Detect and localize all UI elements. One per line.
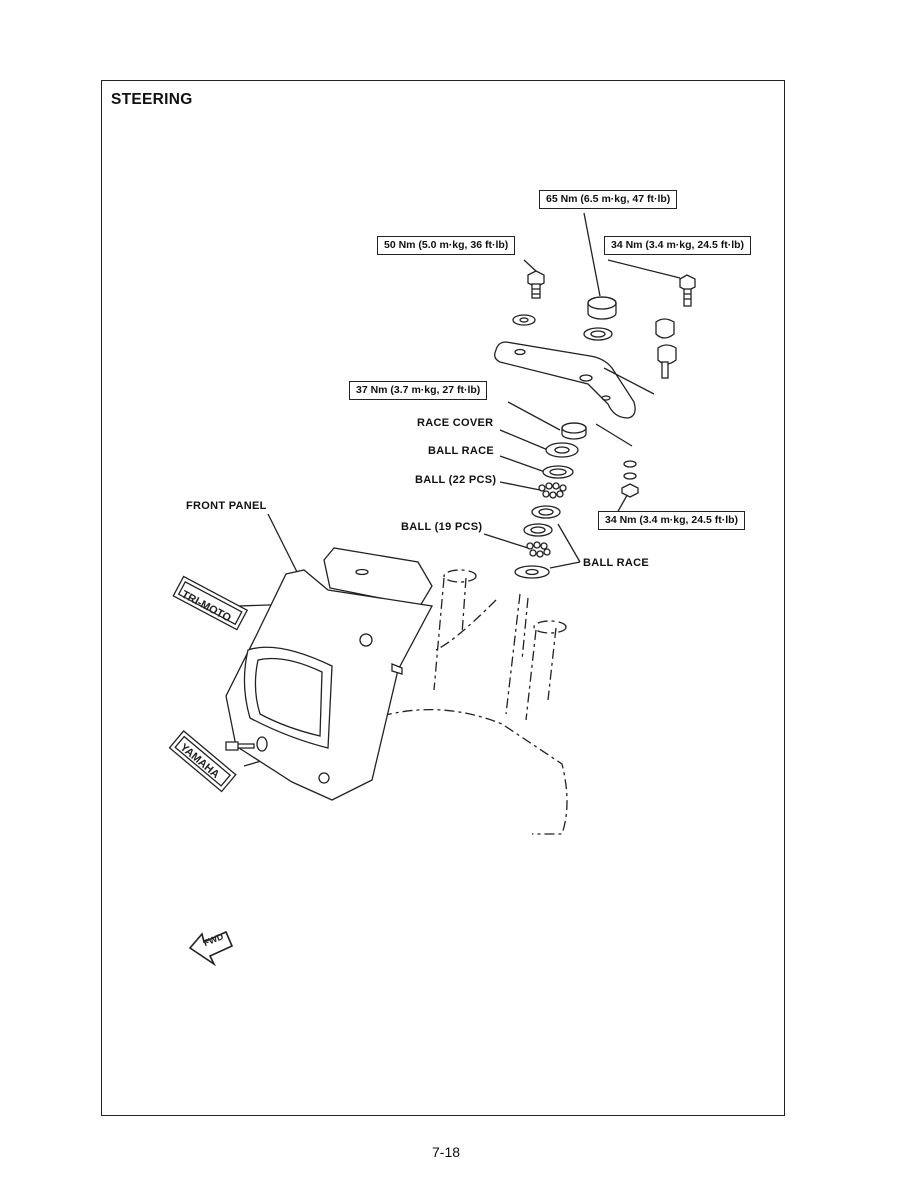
upper-bracket xyxy=(494,341,636,419)
washer-left xyxy=(512,314,536,326)
leader-line xyxy=(499,429,549,451)
ball-race-lower-a xyxy=(531,505,561,519)
washer-small xyxy=(623,460,637,468)
race-cover xyxy=(545,442,579,458)
steering-stem-nut xyxy=(587,296,617,320)
ball-race-upper xyxy=(542,465,574,479)
ball-set-19 xyxy=(526,541,551,558)
leader-line xyxy=(499,481,541,491)
torque-spec-lower-right-nut: 34 Nm (3.4 m·kg, 24.5 ft·lb) xyxy=(598,511,746,530)
leader-line xyxy=(507,401,561,431)
headlight-bracket xyxy=(323,547,433,607)
washer-center xyxy=(583,327,613,341)
pinch-bolt-left xyxy=(527,270,545,299)
page-number: 7-18 xyxy=(432,1144,461,1160)
handlebar-holder xyxy=(655,318,677,379)
leader-line xyxy=(557,523,581,563)
yamaha-emblem xyxy=(168,730,237,793)
label-ball-race-upper: BALL RACE xyxy=(428,445,495,457)
page-frame xyxy=(101,80,785,1116)
label-ball-19: BALL (19 PCS) xyxy=(401,521,483,533)
label-race-cover: RACE COVER xyxy=(417,417,494,429)
screw xyxy=(225,741,255,751)
tri-moto-emblem xyxy=(172,575,249,631)
torque-spec-ring-nut: 37 Nm (3.7 m·kg, 27 ft·lb) xyxy=(349,381,488,400)
vehicle-frame xyxy=(381,569,568,835)
leader-line xyxy=(549,561,581,569)
hex-nut xyxy=(621,483,639,498)
ball-set-22 xyxy=(538,482,567,499)
pinch-bolt-right xyxy=(679,274,696,307)
ring-nut xyxy=(561,422,587,440)
label-front-panel: FRONT PANEL xyxy=(186,500,267,512)
ball-race-bottom xyxy=(514,565,550,579)
label-ball-race-lower: BALL RACE xyxy=(583,557,650,569)
headlight-opening xyxy=(243,646,333,749)
leader-line xyxy=(499,455,546,473)
torque-spec-right-bolt: 34 Nm (3.4 m·kg, 24.5 ft·lb) xyxy=(604,236,752,255)
ball-race-lower-b xyxy=(523,523,553,537)
torque-spec-left-bolt: 50 Nm (5.0 m·kg, 36 ft·lb) xyxy=(377,236,516,255)
leader-line xyxy=(267,513,299,575)
fwd-arrow-icon xyxy=(188,930,234,967)
leader-line xyxy=(483,533,529,549)
leader-line xyxy=(607,259,681,279)
section-title: STEERING xyxy=(111,91,193,108)
screw xyxy=(391,663,403,675)
leader-line xyxy=(523,259,538,273)
label-ball-22: BALL (22 PCS) xyxy=(415,474,497,486)
torque-spec-top-center: 65 Nm (6.5 m·kg, 47 ft·lb) xyxy=(539,190,678,209)
leader-line xyxy=(583,212,601,297)
